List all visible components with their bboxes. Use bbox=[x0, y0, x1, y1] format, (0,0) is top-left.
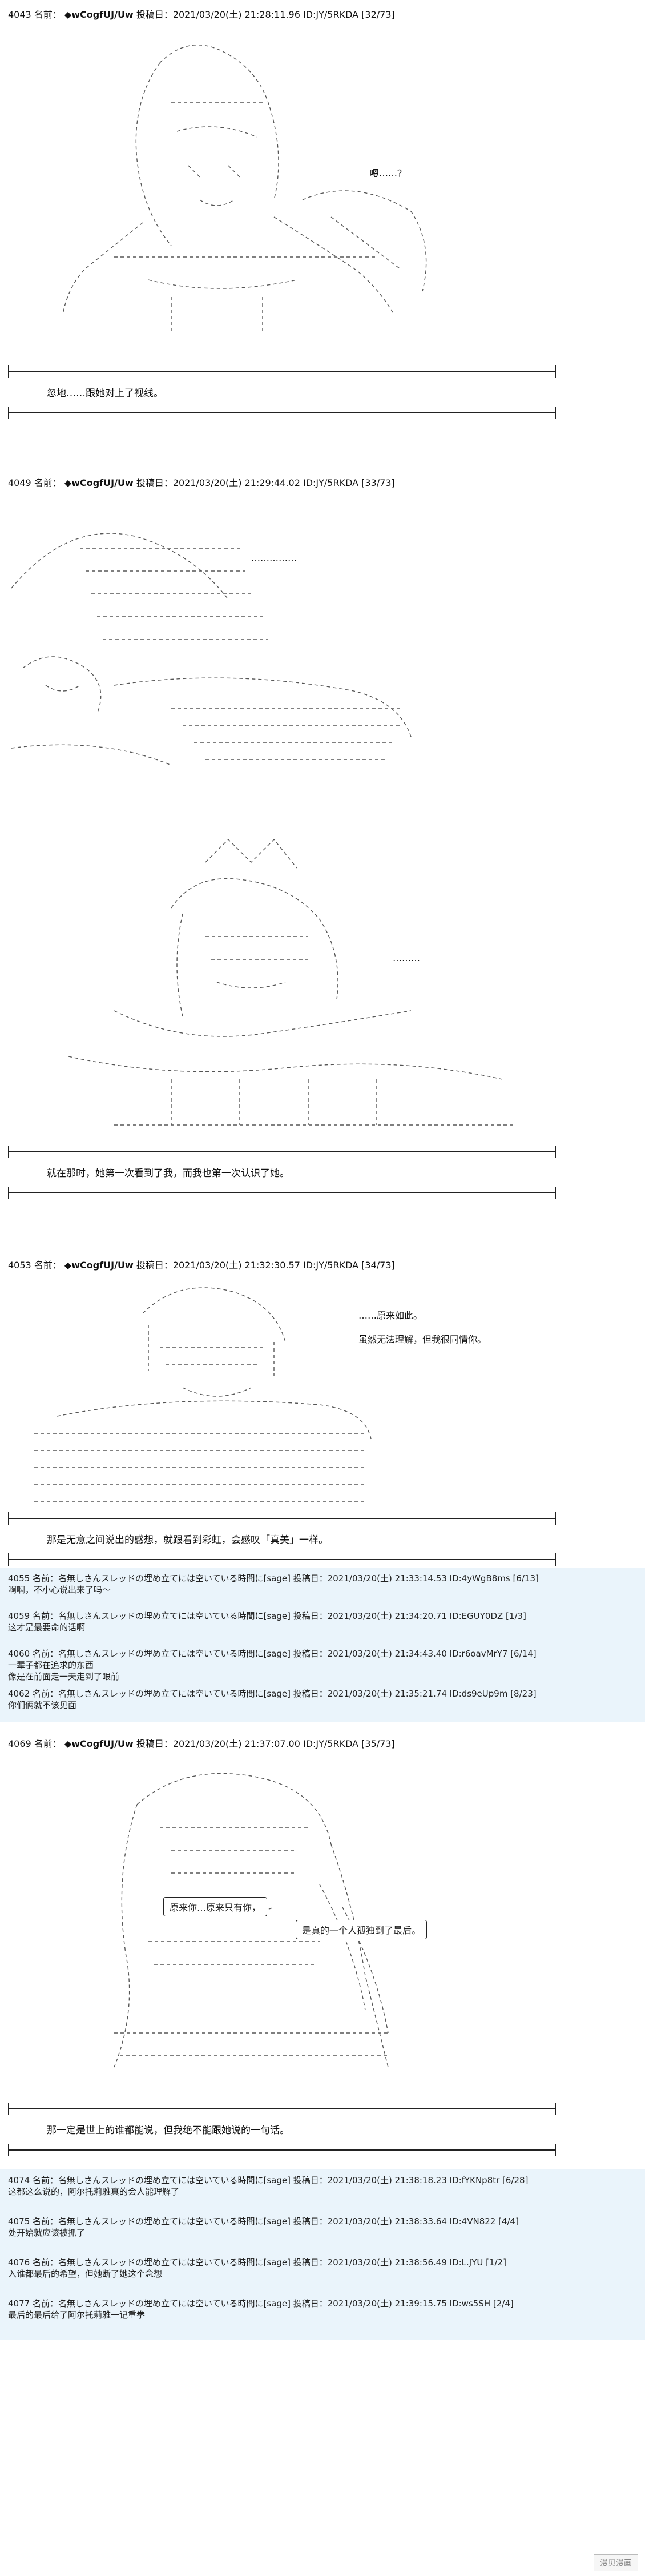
post-date: 投稿日：2021/03/20(土) 21:29:44.02 ID:JY/5RKD… bbox=[136, 477, 395, 488]
ascii-art-girl-long-hair bbox=[0, 1759, 645, 2079]
tripcode[interactable]: ◆wCogfUJ/Uw bbox=[64, 1260, 134, 1271]
post-header: 4069 名前： ◆wCogfUJ/Uw 投稿日：2021/03/20(土) 2… bbox=[8, 1736, 395, 1750]
reply-item: 4062 名前：名無しさんスレッドの埋め立てには空いている時間に[sage] 投… bbox=[8, 1688, 537, 1711]
divider bbox=[8, 1553, 556, 1566]
caption: 那一定是世上的谁都能说，但我绝不能跟她说的一句话。 bbox=[47, 2125, 289, 2136]
tripcode[interactable]: ◆wCogfUJ/Uw bbox=[64, 9, 134, 20]
post-number: 4053 bbox=[8, 1260, 31, 1271]
reply-meta: 4077 名前：名無しさんスレッドの埋め立てには空いている時間に[sage] 投… bbox=[8, 2298, 514, 2309]
ascii-art-girl-lying bbox=[0, 497, 645, 794]
ascii-art-girl-looking bbox=[0, 29, 645, 348]
divider bbox=[8, 1187, 556, 1199]
reply-meta: 4055 名前：名無しさんスレッドの埋め立てには空いている時間に[sage] 投… bbox=[8, 1573, 539, 1584]
post-header: 4049 名前： ◆wCogfUJ/Uw 投稿日：2021/03/20(土) 2… bbox=[8, 475, 395, 489]
reply-item: 4076 名前：名無しさんスレッドの埋め立てには空いている時間に[sage] 投… bbox=[8, 2257, 506, 2280]
divider bbox=[8, 1512, 556, 1525]
reply-section: 4055 名前：名無しさんスレッドの埋め立てには空いている時間に[sage] 投… bbox=[0, 1568, 645, 1722]
caption: 那是无意之间说出的感想，就跟看到彩虹，会感叹「真美」一样。 bbox=[47, 1534, 328, 1546]
divider bbox=[8, 365, 556, 378]
reply-item: 4060 名前：名無しさんスレッドの埋め立てには空いている時間に[sage] 投… bbox=[8, 1648, 537, 1682]
reply-body: 啊啊，不小心说出来了吗～ bbox=[8, 1585, 111, 1595]
caption: 忽地……跟她对上了视线。 bbox=[47, 388, 163, 399]
name-label: 名前： bbox=[34, 1260, 62, 1271]
speech-bubble: 原来你…原来只有你， bbox=[163, 1897, 268, 1916]
speech-text: ……原来如此。 bbox=[358, 1310, 423, 1321]
divider bbox=[8, 2144, 556, 2156]
reply-body: 这都这么说的，阿尔托莉雅真的会人能理解了 bbox=[8, 2187, 180, 2197]
reply-meta: 4062 名前：名無しさんスレッドの埋め立てには空いている時間に[sage] 投… bbox=[8, 1689, 537, 1699]
reply-item: 4075 名前：名無しさんスレッドの埋め立てには空いている時間に[sage] 投… bbox=[8, 2216, 519, 2239]
reply-meta: 4059 名前：名無しさんスレッドの埋め立てには空いている時間に[sage] 投… bbox=[8, 1611, 526, 1621]
speech-text: …………… bbox=[251, 553, 297, 564]
post-header: 4043 名前： ◆wCogfUJ/Uw 投稿日：2021/03/20(土) 2… bbox=[8, 7, 395, 21]
ascii-art-girl-standing bbox=[0, 839, 645, 1142]
post-date: 投稿日：2021/03/20(土) 21:37:07.00 ID:JY/5RKD… bbox=[136, 1738, 395, 1749]
reply-body: 你们俩就不该见面 bbox=[8, 1700, 77, 1710]
speech-text: ……… bbox=[393, 953, 420, 963]
reply-meta: 4074 名前：名無しさんスレッドの埋め立てには空いている時間に[sage] 投… bbox=[8, 2175, 529, 2185]
post-number: 4049 bbox=[8, 477, 31, 488]
reply-body: 最后的最后给了阿尔托莉雅一记重拳 bbox=[8, 2310, 146, 2320]
name-label: 名前： bbox=[34, 9, 62, 20]
divider bbox=[8, 1146, 556, 1158]
reply-item: 4055 名前：名無しさんスレッドの埋め立てには空いている時間に[sage] 投… bbox=[8, 1573, 539, 1596]
reply-body: 这才是最要命的话啊 bbox=[8, 1622, 86, 1633]
reply-body: 入谁都最后的希望，但她断了她这个念想 bbox=[8, 2269, 163, 2279]
speech-text: 虽然无法理解，但我很同情你。 bbox=[358, 1334, 487, 1345]
reply-meta: 4075 名前：名無しさんスレッドの埋め立てには空いている時間に[sage] 投… bbox=[8, 2216, 519, 2227]
reply-meta: 4076 名前：名無しさんスレッドの埋め立てには空いている時間に[sage] 投… bbox=[8, 2257, 506, 2268]
tripcode[interactable]: ◆wCogfUJ/Uw bbox=[64, 477, 134, 488]
watermark-logo: 漫贝漫画 bbox=[594, 2554, 638, 2571]
post-date: 投稿日：2021/03/20(土) 21:28:11.96 ID:JY/5RKD… bbox=[136, 9, 395, 20]
reply-section: 4074 名前：名無しさんスレッドの埋め立てには空いている時間に[sage] 投… bbox=[0, 2169, 645, 2340]
caption: 就在那时，她第一次看到了我，而我也第一次认识了她。 bbox=[47, 1168, 289, 1179]
speech-bubble: 是真的一个人孤独到了最后。 bbox=[296, 1920, 428, 1939]
tripcode[interactable]: ◆wCogfUJ/Uw bbox=[64, 1738, 134, 1749]
post-header: 4053 名前： ◆wCogfUJ/Uw 投稿日：2021/03/20(土) 2… bbox=[8, 1257, 395, 1271]
reply-item: 4074 名前：名無しさんスレッドの埋め立てには空いている時間に[sage] 投… bbox=[8, 2175, 528, 2197]
ascii-art-girl-reading bbox=[0, 1279, 645, 1519]
post-number: 4043 bbox=[8, 9, 31, 20]
reply-item: 4059 名前：名無しさんスレッドの埋め立てには空いている時間に[sage] 投… bbox=[8, 1610, 526, 1633]
reply-body: 处开始就应该被抓了 bbox=[8, 2228, 86, 2238]
post-date: 投稿日：2021/03/20(土) 21:32:30.57 ID:JY/5RKD… bbox=[136, 1260, 395, 1271]
name-label: 名前： bbox=[34, 1738, 62, 1749]
post-number: 4069 bbox=[8, 1738, 31, 1749]
divider bbox=[8, 407, 556, 419]
reply-body: 一辈子都在追求的东西 像是在前面走一天走到了眼前 bbox=[8, 1660, 120, 1682]
reply-meta: 4060 名前：名無しさんスレッドの埋め立てには空いている時間に[sage] 投… bbox=[8, 1649, 537, 1659]
divider bbox=[8, 2103, 556, 2115]
reply-item: 4077 名前：名無しさんスレッドの埋め立てには空いている時間に[sage] 投… bbox=[8, 2298, 514, 2321]
speech-text: 嗯……？ bbox=[370, 168, 407, 179]
name-label: 名前： bbox=[34, 477, 62, 488]
